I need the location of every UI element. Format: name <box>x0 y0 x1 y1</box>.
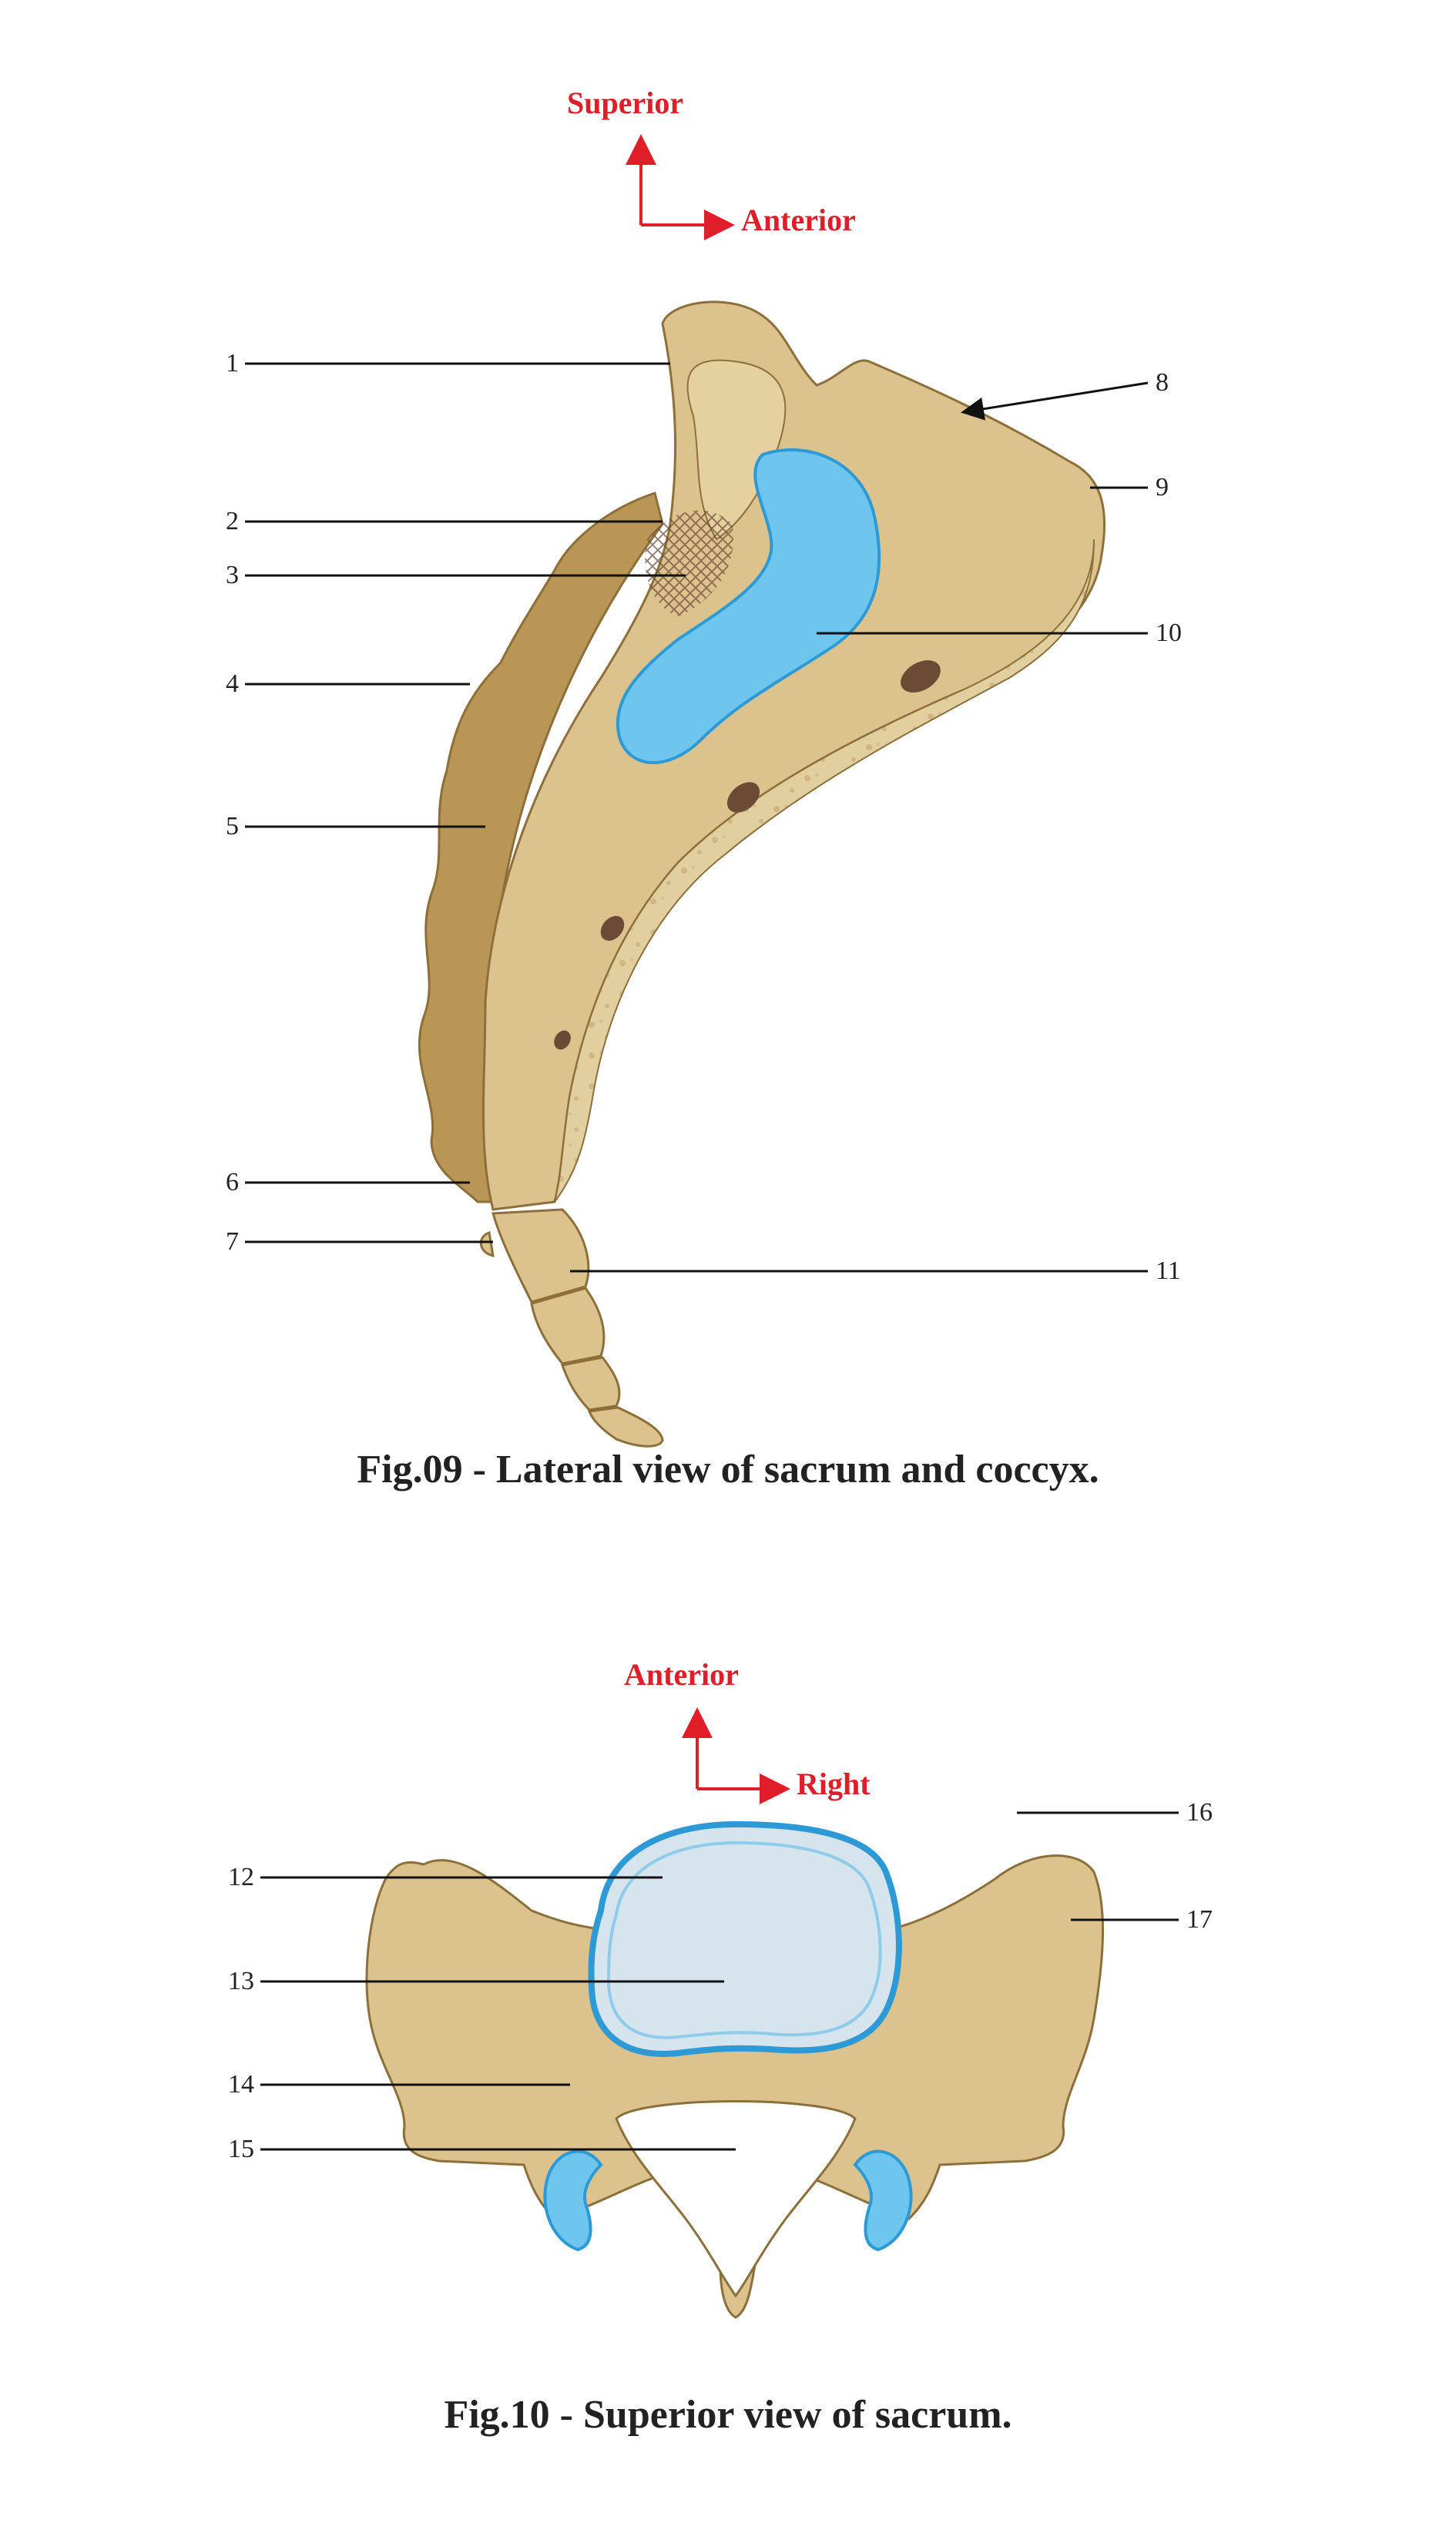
left-superior-articular-facet <box>543 2149 603 2252</box>
disc-inner-ring <box>606 1840 882 2039</box>
figure-lateral-sacrum: Superior Anterior 1 2 3 4 5 6 7 8 9 10 1… <box>226 86 1182 1491</box>
label-13: 13 <box>228 1967 254 1995</box>
leader-lines <box>245 362 1149 1273</box>
anterior-sacral-foramina <box>554 660 941 1050</box>
label-8: 8 <box>1156 368 1169 397</box>
label-12: 12 <box>228 1863 254 1891</box>
leader-lines <box>260 1811 1179 2151</box>
body-of-s1 <box>588 1820 902 2057</box>
label-16: 16 <box>1186 1798 1213 1827</box>
figure-superior-sacrum: Anterior Right 12 13 14 15 16 17 Fig.10 … <box>0 1510 1456 2530</box>
label-14: 14 <box>228 2070 254 2099</box>
superior-sacrum-illustration <box>260 1707 1179 2319</box>
label-1: 1 <box>226 349 239 377</box>
label-17: 17 <box>1186 1905 1213 1934</box>
lateral-sacrum-illustration <box>245 134 1149 1448</box>
orientation-superior-label: Superior <box>567 86 684 120</box>
coccyx <box>479 1208 664 1448</box>
label-11: 11 <box>1156 1257 1181 1285</box>
label-4: 4 <box>226 669 239 698</box>
figure-caption-09: Fig.09 - Lateral view of sacrum and cocc… <box>357 1448 1099 1491</box>
orientation-anterior-label: Anterior <box>624 1657 739 1692</box>
label-6: 6 <box>226 1168 239 1196</box>
label-15: 15 <box>228 2135 254 2163</box>
auricular-surface <box>616 448 881 764</box>
orientation-anterior-label: Anterior <box>741 203 856 237</box>
sacral-tuberosity <box>645 510 733 616</box>
label-2: 2 <box>226 507 239 535</box>
pelvic-surface <box>554 539 1095 1203</box>
label-9: 9 <box>1156 473 1169 502</box>
label-10: 10 <box>1156 619 1182 647</box>
label-3: 3 <box>226 561 239 589</box>
orientation-indicator <box>682 1707 790 1804</box>
orientation-indicator <box>626 134 735 240</box>
right-superior-articular-facet <box>853 2149 913 2252</box>
orientation-right-label: Right <box>797 1767 871 1801</box>
vertebral-canal <box>615 2100 857 2298</box>
label-5: 5 <box>226 812 239 841</box>
figure-caption-10: Fig.10 - Superior view of sacrum. <box>444 2393 1012 2437</box>
label-7: 7 <box>226 1227 239 1256</box>
superior-articular-process <box>686 359 787 541</box>
